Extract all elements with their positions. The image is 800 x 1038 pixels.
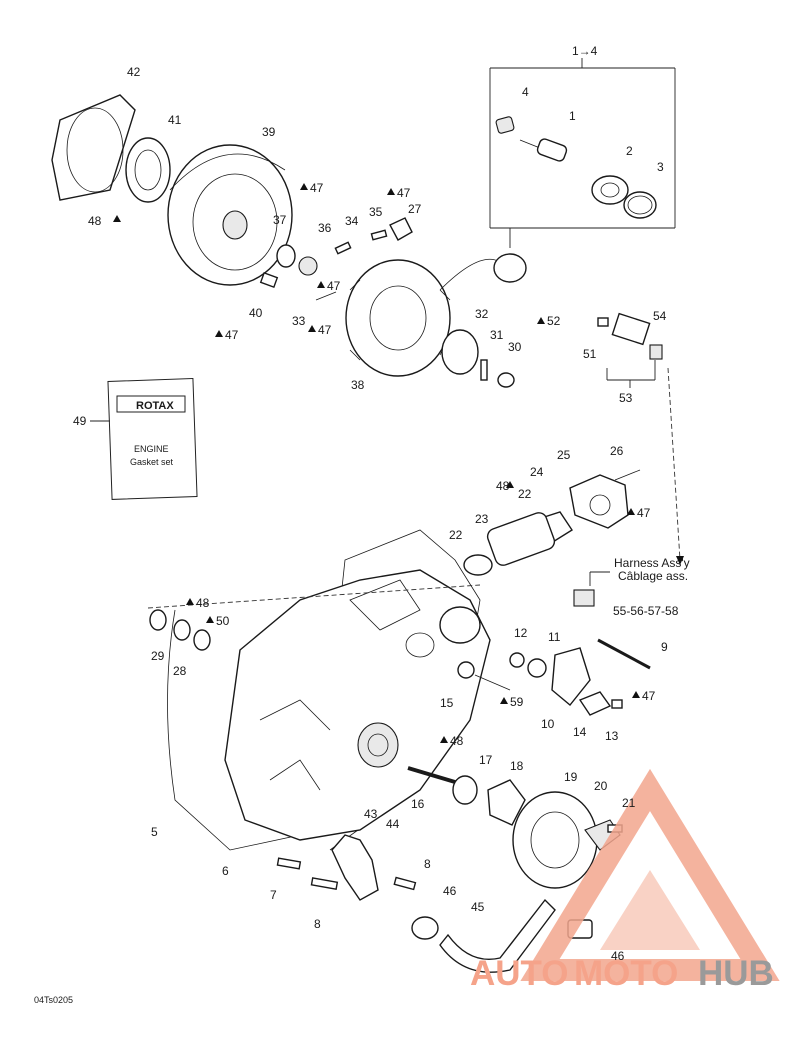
callout-41: 41 — [168, 113, 182, 127]
callout-17: 17 — [479, 753, 493, 767]
kit-box — [489, 58, 676, 248]
callout-24: 24 — [530, 465, 544, 479]
callout-27: 27 — [408, 202, 422, 216]
callout-47: 47 — [310, 181, 324, 195]
pump-housing-upper — [463, 469, 641, 576]
callout-16: 16 — [411, 797, 425, 811]
callout-54: 54 — [653, 309, 667, 323]
callout-19: 19 — [564, 770, 578, 784]
callout-8: 8 — [424, 857, 431, 871]
callout-12: 12 — [514, 626, 528, 640]
flywheel-39 — [167, 144, 293, 286]
gasket-line1: ENGINE — [134, 444, 169, 454]
callouts: 1→4 42 41 39 48 47 47 37 36 34 35 27 47 … — [34, 44, 774, 1005]
callout-2: 2 — [626, 144, 633, 158]
callout-11: 11 — [548, 630, 561, 644]
watermark-auto: AUTO — [470, 954, 569, 993]
watermark — [520, 768, 780, 981]
outlet-43-44 — [276, 834, 417, 901]
callout-51: 51 — [583, 347, 597, 361]
callout-49: 49 — [73, 414, 87, 428]
callout-5: 5 — [151, 825, 158, 839]
gasket-brand: ROTAX — [136, 400, 174, 412]
callout-26: 26 — [610, 444, 624, 458]
callout-7: 7 — [270, 888, 277, 902]
harness-arrow — [573, 367, 684, 607]
callout-47: 47 — [397, 186, 411, 200]
callout-39: 39 — [262, 125, 276, 139]
callout-59: 59 — [510, 695, 524, 709]
callout-43: 43 — [364, 807, 378, 821]
cover-42 — [51, 94, 136, 201]
callout-13: 13 — [605, 729, 619, 743]
watermark-hub: HUB — [698, 954, 774, 993]
callout-47: 47 — [318, 323, 332, 337]
small-parts-upper — [259, 217, 527, 388]
callout-48: 48 — [496, 479, 510, 493]
callout-6: 6 — [222, 864, 229, 878]
callout-1: 1 — [569, 109, 576, 123]
callout-14: 14 — [573, 725, 587, 739]
gasket-set-49 — [90, 378, 198, 500]
callout-34: 34 — [345, 214, 359, 228]
drop-markers — [113, 183, 640, 743]
seals-28-29-50 — [147, 584, 481, 651]
callout-44: 44 — [386, 817, 400, 831]
callout-21: 21 — [622, 796, 636, 810]
callout-46: 46 — [611, 949, 625, 963]
callout-40: 40 — [249, 306, 263, 320]
connector-51-54 — [597, 312, 663, 388]
callout-28: 28 — [173, 664, 187, 678]
bearing-41 — [125, 137, 171, 203]
callout-48: 48 — [196, 596, 210, 610]
callout-33: 33 — [292, 314, 306, 328]
right-parts — [457, 638, 651, 716]
callout-29: 29 — [151, 649, 165, 663]
stator-38 — [345, 259, 451, 377]
watermark-moto: MOTO — [574, 954, 678, 993]
callout-22: 22 — [449, 528, 463, 542]
callout-4: 4 — [522, 85, 529, 99]
callout-48: 48 — [450, 734, 464, 748]
drawing-code: 04Ts0205 — [34, 995, 73, 1005]
callout-8: 8 — [314, 917, 321, 931]
callout-9: 9 — [661, 640, 668, 654]
callout-32: 32 — [475, 307, 489, 321]
sensor-parts — [495, 116, 657, 219]
callout-18: 18 — [510, 759, 524, 773]
callout-46: 46 — [443, 884, 457, 898]
callout-47: 47 — [642, 689, 656, 703]
crankcase-cover-5 — [167, 529, 491, 851]
callout-31: 31 — [490, 328, 504, 342]
harness-line1: Harness Ass'y — [614, 556, 690, 570]
callout-36: 36 — [318, 221, 332, 235]
callout-47: 47 — [637, 506, 651, 520]
callout-42: 42 — [127, 65, 141, 79]
callout-23: 23 — [475, 512, 489, 526]
callout-header: 1→4 — [572, 44, 598, 58]
callout-50: 50 — [216, 614, 230, 628]
callout-38: 38 — [351, 378, 365, 392]
harness-line2: Câblage ass. — [618, 569, 688, 583]
callout-53: 53 — [619, 391, 633, 405]
callout-48: 48 — [88, 214, 102, 228]
callout-3: 3 — [657, 160, 664, 174]
gasket-line2: Gasket set — [130, 457, 174, 467]
callout-52: 52 — [547, 314, 561, 328]
callout-37: 37 — [273, 213, 287, 227]
callout-10: 10 — [541, 717, 555, 731]
harness-parts: 55-56-57-58 — [613, 604, 679, 618]
callout-30: 30 — [508, 340, 522, 354]
callout-20: 20 — [594, 779, 608, 793]
callout-35: 35 — [369, 205, 383, 219]
callout-25: 25 — [557, 448, 571, 462]
pump-lower — [407, 766, 623, 889]
callout-47: 47 — [225, 328, 239, 342]
callout-22: 22 — [518, 487, 532, 501]
callout-47: 47 — [327, 279, 341, 293]
callout-15: 15 — [440, 696, 454, 710]
callout-45: 45 — [471, 900, 485, 914]
